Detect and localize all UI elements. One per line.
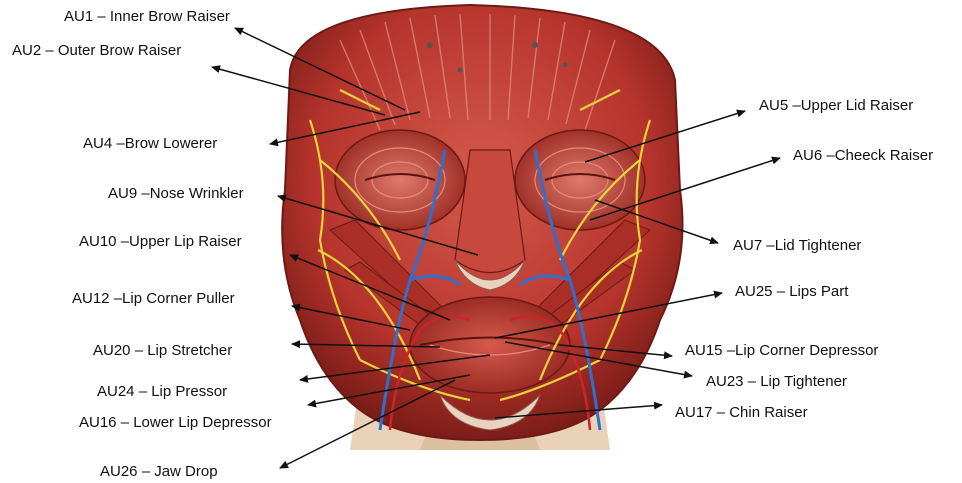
orbicularis-oris: [410, 297, 570, 393]
label-au4: AU4 –Brow Lowerer: [83, 135, 217, 153]
label-au12: AU12 –Lip Corner Puller: [72, 290, 235, 308]
label-au17: AU17 – Chin Raiser: [675, 404, 808, 422]
label-au1: AU1 – Inner Brow Raiser: [64, 8, 230, 26]
label-au15: AU15 –Lip Corner Depressor: [685, 342, 878, 360]
label-au16: AU16 – Lower Lip Depressor: [79, 414, 272, 432]
label-au2: AU2 – Outer Brow Raiser: [12, 42, 181, 60]
label-au7: AU7 –Lid Tightener: [733, 237, 861, 255]
label-au9: AU9 –Nose Wrinkler: [108, 185, 244, 203]
label-au25: AU25 – Lips Part: [735, 283, 848, 301]
orbicularis-oculi-right: [515, 130, 645, 230]
label-au24: AU24 – Lip Pressor: [97, 383, 227, 401]
label-au5: AU5 –Upper Lid Raiser: [759, 97, 913, 115]
label-au20: AU20 – Lip Stretcher: [93, 342, 232, 360]
label-au10: AU10 –Upper Lip Raiser: [79, 233, 242, 251]
label-au23: AU23 – Lip Tightener: [706, 373, 847, 391]
label-au26: AU26 – Jaw Drop: [100, 463, 218, 481]
orbicularis-oculi-left: [335, 130, 465, 230]
label-au6: AU6 –Cheeck Raiser: [793, 147, 933, 165]
